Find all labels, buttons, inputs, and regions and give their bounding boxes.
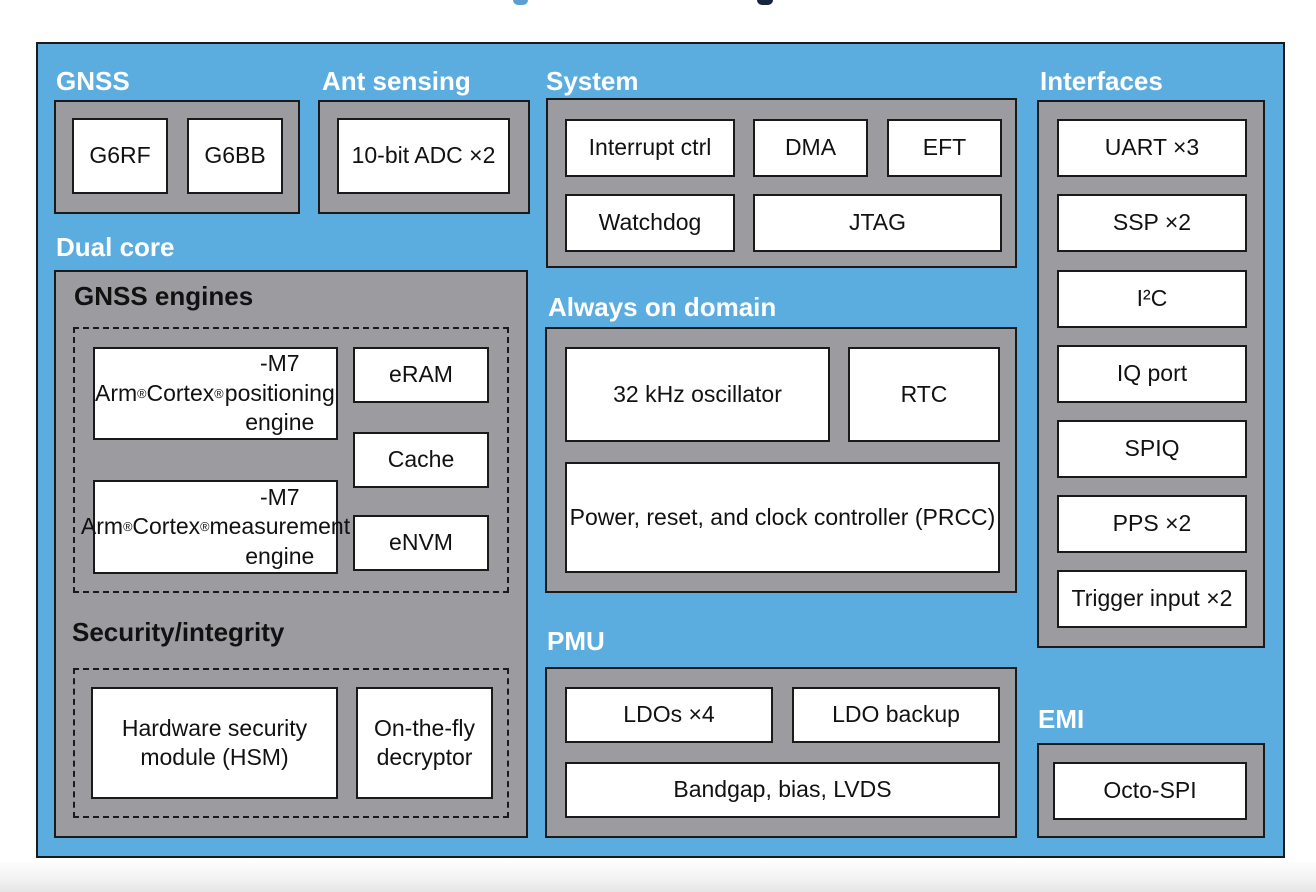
section-pmu: LDOs ×4 LDO backup Bandgap, bias, LVDS	[545, 667, 1017, 838]
section-interfaces: UART ×3 SSP ×2 I²C IQ port SPIQ PPS ×2 T…	[1037, 100, 1265, 648]
section-label-dual-core: Dual core	[56, 232, 175, 262]
block-interrupt-ctrl: Interrupt ctrl	[565, 119, 735, 177]
block-jtag: JTAG	[753, 194, 1002, 252]
block-octo-spi: Octo-SPI	[1053, 762, 1247, 820]
block-uart: UART ×3	[1057, 119, 1247, 177]
block-trigger-input: Trigger input ×2	[1057, 570, 1247, 628]
block-prcc: Power, reset, and clock controller (PRCC…	[565, 462, 1000, 573]
block-hsm: Hardware security module (HSM)	[91, 687, 338, 799]
page-bottom-gradient	[0, 862, 1316, 892]
section-label-ant-sensing: Ant sensing	[322, 66, 471, 96]
section-dual-core: GNSS engines Arm® Cortex®-M7 positioning…	[54, 270, 528, 838]
block-cortex-m7-measurement-engine: Arm® Cortex®-M7 measurement engine	[81, 480, 350, 574]
block-ldos: LDOs ×4	[565, 687, 773, 743]
section-gnss: G6RF G6BB	[54, 100, 300, 214]
block-on-the-fly-decryptor: On-the-fly decryptor	[356, 687, 493, 799]
section-label-interfaces: Interfaces	[1040, 66, 1163, 96]
block-rtc: RTC	[848, 347, 1000, 442]
section-emi: Octo-SPI	[1037, 743, 1265, 838]
block-eft: EFT	[887, 119, 1002, 177]
cut-off-title-descender-left	[513, 0, 528, 5]
section-ant-sensing: 10-bit ADC ×2	[318, 100, 530, 214]
block-watchdog: Watchdog	[565, 194, 735, 252]
block-32khz-oscillator: 32 kHz oscillator	[565, 347, 830, 442]
group-gnss-engines: Arm® Cortex®-M7 positioning engine eRAM …	[73, 327, 509, 593]
group-security-integrity: Hardware security module (HSM) On-the-fl…	[73, 668, 509, 818]
section-label-gnss: GNSS	[56, 66, 130, 96]
label-security-integrity: Security/integrity	[72, 617, 285, 647]
label-gnss-engines: GNSS engines	[74, 281, 254, 311]
block-pps: PPS ×2	[1057, 495, 1247, 553]
cut-off-title-descender-right	[757, 0, 773, 5]
block-dma: DMA	[753, 119, 868, 177]
block-hsm-label: Hardware security module (HSM)	[121, 714, 308, 770]
block-g6rf: G6RF	[72, 118, 168, 194]
block-i2c: I²C	[1057, 270, 1247, 328]
block-eram: eRAM	[353, 347, 489, 403]
block-spiq: SPIQ	[1057, 420, 1247, 478]
chip-block-diagram: GNSS G6RF G6BB Ant sensing 10-bit ADC ×2…	[36, 42, 1285, 858]
block-bandgap-bias-lvds: Bandgap, bias, LVDS	[565, 762, 1000, 818]
block-iq-port: IQ port	[1057, 345, 1247, 403]
block-10bit-adc: 10-bit ADC ×2	[337, 118, 510, 194]
section-label-pmu: PMU	[547, 626, 605, 656]
section-label-always-on-domain: Always on domain	[548, 292, 777, 322]
block-ldo-backup: LDO backup	[792, 687, 1000, 743]
block-g6bb: G6BB	[187, 118, 283, 194]
section-system: Interrupt ctrl DMA EFT Watchdog JTAG	[546, 98, 1017, 268]
block-cache: Cache	[353, 432, 489, 488]
block-envm: eNVM	[353, 515, 489, 571]
section-always-on-domain: 32 kHz oscillator RTC Power, reset, and …	[545, 327, 1017, 593]
section-label-emi: EMI	[1038, 704, 1085, 734]
block-ssp: SSP ×2	[1057, 194, 1247, 252]
block-cortex-m7-positioning-engine: Arm® Cortex®-M7 positioning engine	[93, 347, 338, 440]
section-label-system: System	[546, 66, 639, 96]
